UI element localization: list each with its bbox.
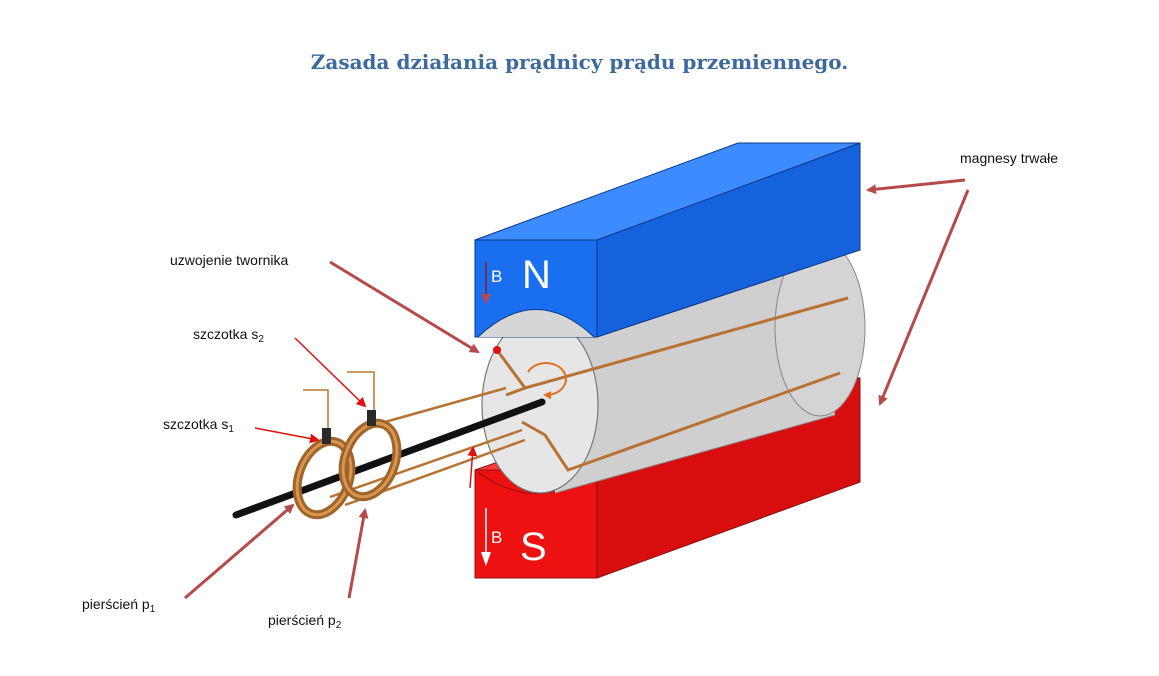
label-ring-p2: pierścień p2: [268, 612, 342, 631]
shaft: [232, 398, 546, 519]
callout-arrows: [184, 178, 970, 600]
label-ring-p1: pierścień p1: [82, 596, 156, 615]
north-field-label: B: [491, 267, 502, 286]
label-magnets: magnesy trwałe: [960, 150, 1059, 166]
brush-s1: [322, 428, 331, 444]
label-brush-s1: szczotka s1: [163, 416, 234, 435]
north-letter: N: [522, 253, 551, 297]
label-brush-s2: szczotka s2: [193, 326, 264, 345]
page-title: Zasada działania prądnicy prądu przemien…: [310, 50, 849, 74]
brush-callout-arrows: [254, 337, 478, 489]
south-field-label: B: [491, 528, 502, 547]
rotation-arrow-icon: [527, 362, 567, 400]
label-winding: uzwojenie twornika: [170, 252, 289, 268]
north-magnet: [474, 142, 861, 338]
south-letter: S: [520, 525, 547, 569]
brush-s2: [367, 410, 376, 426]
brush-leads: [303, 371, 375, 428]
armature-winding: [493, 296, 849, 472]
slip-ring-p2: [338, 418, 402, 502]
